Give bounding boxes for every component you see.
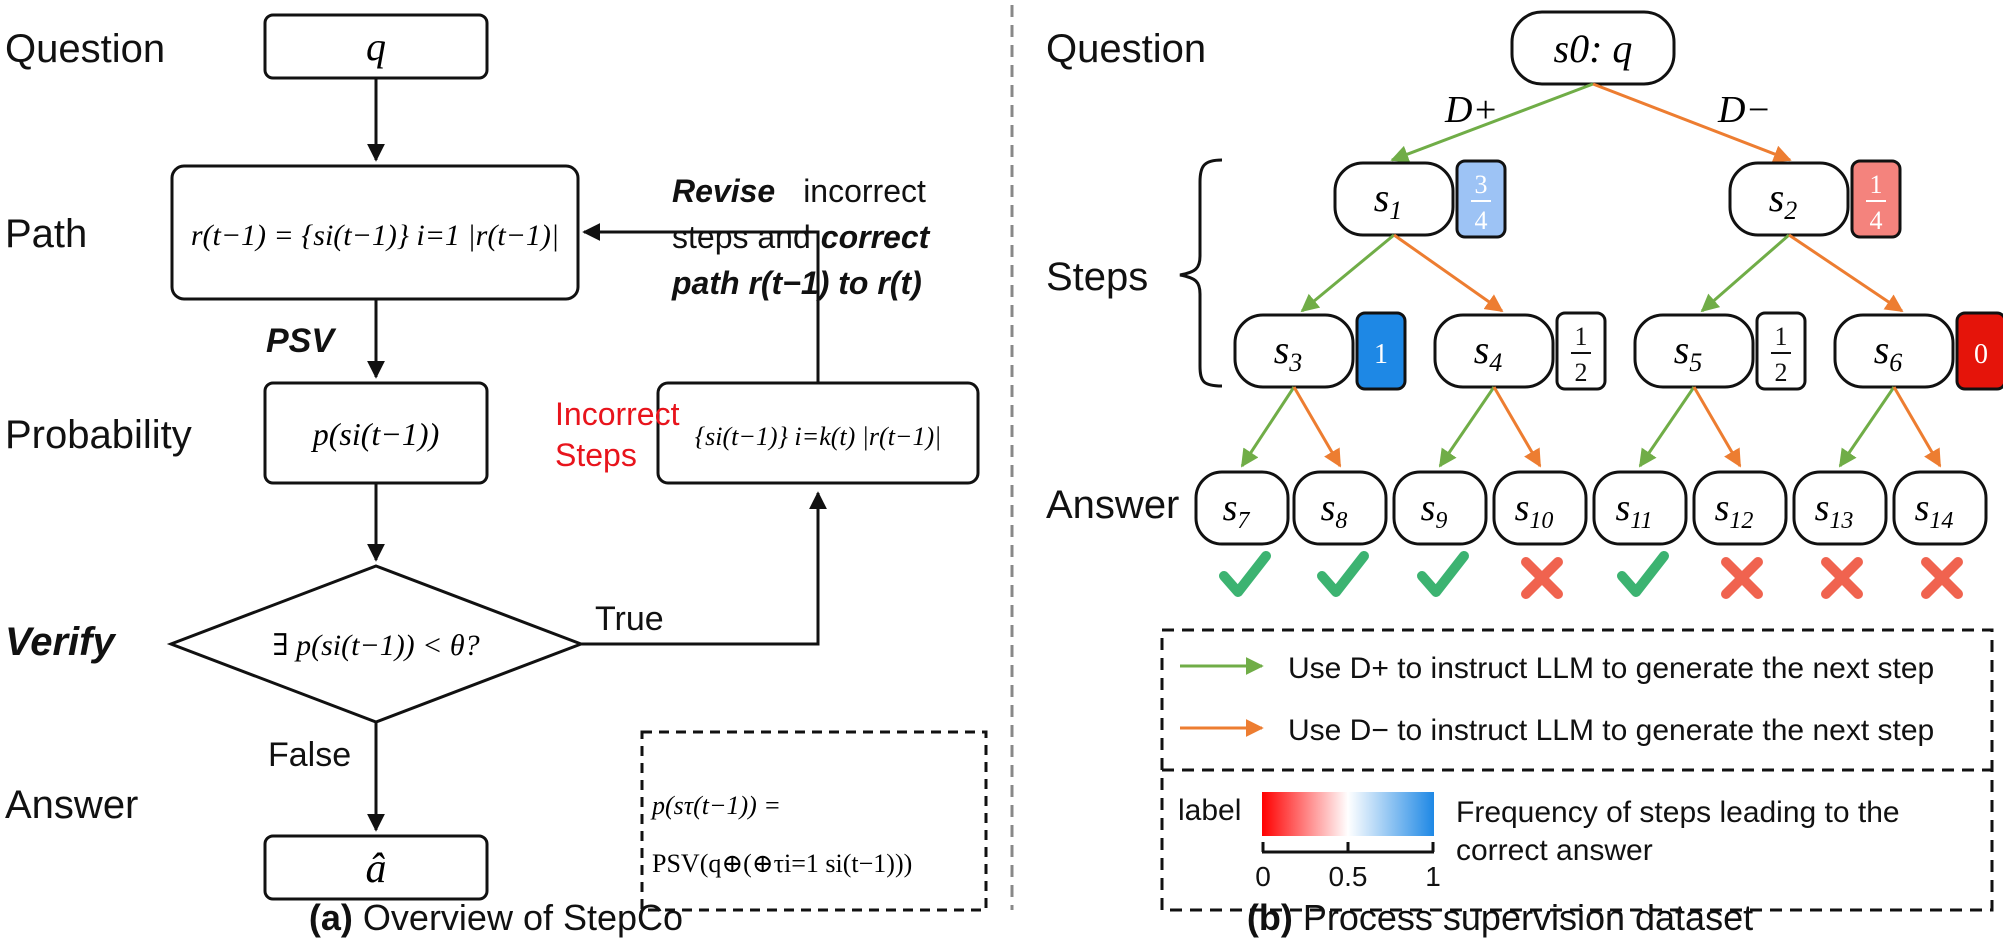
caption-b: (b)Process supervision dataset (1247, 897, 1753, 938)
legend-gradient (1262, 792, 1434, 836)
row-label-path: Path (5, 212, 87, 256)
edge-s1-s3 (1300, 233, 1395, 313)
incorrect-formula: {si(t−1)} i=k(t) |r(t−1)| (695, 422, 942, 451)
arrow-revise (582, 223, 820, 383)
answer-node-s11 (1592, 470, 1688, 546)
edge-label-neg: D− (1717, 89, 1771, 131)
cross-icon (1521, 557, 1563, 599)
step-score-box-s2 (1850, 159, 1902, 239)
false-label: False (268, 736, 351, 774)
psv-definition-box (640, 730, 988, 912)
answer-node-s12 (1692, 470, 1788, 546)
answer-box (263, 834, 489, 901)
answer-node-s7 (1194, 470, 1290, 546)
revise-line3: path r(t−1) to r(t) (671, 265, 922, 301)
edge-root-s2 (1592, 82, 1792, 163)
root-node-text: s0: q (1554, 26, 1633, 71)
right-panel: Question Steps Answer s0: q D+ D− s134s2… (1046, 10, 2003, 938)
answer-node-s13 (1792, 470, 1888, 546)
incorrect-label-line2: Steps (555, 437, 637, 473)
edge-s2-s6 (1788, 233, 1904, 313)
edge-s4-s10 (1492, 386, 1542, 468)
answer-box-text: â (366, 846, 387, 892)
step-node-label-s1: s1 (1374, 175, 1403, 225)
caption-a: (a)Overview of StepCo (309, 897, 683, 938)
edge-s3-s8 (1292, 386, 1342, 468)
cross-icon (1721, 557, 1763, 599)
check-icon (1417, 551, 1469, 597)
psv-def-line2: PSV(q⊕(⊕τi=1 si(t−1))) (652, 849, 912, 878)
row-label-question: Question (5, 27, 165, 71)
step-score-value-s6: 0 (1974, 339, 1988, 370)
edge-s5-s12 (1692, 386, 1742, 468)
left-panel: Question Path Probability Verify Answer … (5, 13, 988, 938)
legend-tick-label-1: 1 (1425, 861, 1441, 892)
question-box-text: q (366, 24, 386, 69)
step-score-box-s4 (1555, 311, 1607, 391)
check-icon (1617, 551, 1669, 597)
step-score-num-s2: 1 (1870, 170, 1883, 199)
psv-label: PSV (266, 322, 337, 360)
answer-node-s10 (1492, 470, 1588, 546)
legend-label-word: label (1178, 794, 1241, 827)
step-score-num-s1: 3 (1475, 170, 1488, 199)
step-score-den-s2: 4 (1870, 206, 1883, 235)
legend-tick-label-0: 0 (1255, 861, 1271, 892)
step-score-num-s4: 1 (1575, 322, 1588, 351)
path-formula: r(t−1) = {si(t−1)} i=1 |r(t−1)| (191, 219, 559, 252)
edge-s3-s7 (1240, 386, 1296, 468)
step-score-box-s3 (1355, 311, 1407, 391)
answer-node-s8 (1292, 470, 1388, 546)
step-score-value-s3: 1 (1374, 339, 1388, 370)
true-label: True (595, 600, 664, 638)
psv-def-line1: p(sτ(t−1)) = (650, 791, 781, 820)
steps-brace (1179, 158, 1223, 388)
right-row-label-question: Question (1046, 27, 1206, 71)
verify-formula: ∃ p(si(t−1)) < θ? (272, 629, 479, 662)
right-row-label-steps: Steps (1046, 255, 1148, 299)
answer-node-label-s7: s7 (1223, 487, 1251, 534)
answer-node-s9 (1392, 470, 1488, 546)
arrow-true (581, 491, 827, 646)
check-icon (1219, 551, 1271, 597)
right-row-label-answer: Answer (1046, 483, 1179, 527)
step-score-box-s1 (1455, 159, 1507, 239)
legend-freq-line2: correct answer (1456, 834, 1653, 867)
legend-orange-text: Use D− to instruct LLM to generate the n… (1288, 714, 1934, 747)
row-label-probability: Probability (5, 413, 192, 457)
cross-icon (1821, 557, 1863, 599)
step-score-den-s4: 2 (1575, 358, 1588, 387)
edge-s6-s13 (1838, 386, 1896, 468)
answer-node-s14 (1892, 470, 1988, 546)
step-score-box-s5 (1755, 311, 1807, 391)
edge-root-s1 (1390, 82, 1594, 163)
edge-s2-s5 (1700, 233, 1790, 313)
edge-s4-s9 (1438, 386, 1496, 468)
legend-freq-line1: Frequency of steps leading to the (1456, 796, 1900, 829)
edge-s1-s4 (1393, 233, 1504, 313)
row-label-answer: Answer (5, 783, 138, 827)
step-score-den-s5: 2 (1775, 358, 1788, 387)
step-score-den-s1: 4 (1475, 206, 1488, 235)
step-score-num-s5: 1 (1775, 322, 1788, 351)
incorrect-label-line1: Incorrect (555, 396, 680, 432)
probability-formula: p(si(t−1)) (311, 416, 439, 452)
check-icon (1317, 551, 1369, 597)
cross-icon (1921, 557, 1963, 599)
edge-s6-s14 (1892, 386, 1942, 468)
legend-green-text: Use D+ to instruct LLM to generate the n… (1288, 652, 1934, 685)
edge-s5-s11 (1638, 386, 1696, 468)
edge-label-pos: D+ (1444, 89, 1498, 131)
row-label-verify: Verify (5, 620, 116, 664)
legend-tick-label-05: 0.5 (1329, 861, 1368, 892)
step-score-box-s6 (1955, 311, 2003, 391)
